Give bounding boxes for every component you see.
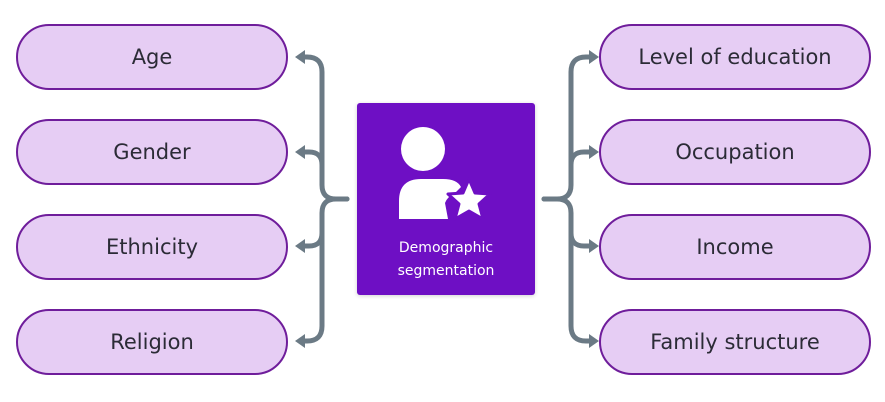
person-star-icon <box>399 127 492 221</box>
segment-label: Family structure <box>650 330 820 354</box>
arrowhead-icon <box>295 145 305 159</box>
arrowhead-icon <box>295 50 305 64</box>
arrowhead-icon <box>589 145 599 159</box>
segment-label: Level of education <box>638 45 832 69</box>
arrowhead-icon <box>589 334 599 348</box>
segment-religion: Religion <box>16 309 288 375</box>
arrowhead-icon <box>589 239 599 253</box>
arrowhead-icon <box>589 50 599 64</box>
segment-label: Gender <box>113 140 191 164</box>
left-connector-religion <box>297 196 350 344</box>
right-connector-income <box>568 230 597 249</box>
right-connector-occupation <box>568 149 597 168</box>
left-connector-ethnicity <box>297 230 325 249</box>
right-connector-education <box>541 54 597 202</box>
segment-label: Occupation <box>675 140 795 164</box>
segment-level-of-education: Level of education <box>599 24 871 90</box>
segment-income: Income <box>599 214 871 280</box>
segment-ethnicity: Ethnicity <box>16 214 288 280</box>
segment-age: Age <box>16 24 288 90</box>
segment-occupation: Occupation <box>599 119 871 185</box>
arrowhead-icon <box>295 239 305 253</box>
arrowhead-icon <box>295 334 305 348</box>
left-connector-age <box>297 54 350 202</box>
center-label: Demographic segmentation <box>357 237 535 283</box>
left-connector-gender <box>297 149 325 168</box>
segment-gender: Gender <box>16 119 288 185</box>
segment-family-structure: Family structure <box>599 309 871 375</box>
center-label-line1: Demographic <box>398 240 494 256</box>
segment-label: Income <box>696 235 774 259</box>
segment-label: Ethnicity <box>106 235 198 259</box>
center-label-line2: segmentation <box>397 263 495 279</box>
segment-label: Religion <box>110 330 194 354</box>
right-connector-family <box>541 196 597 344</box>
demographic-segmentation-card: Demographic segmentation <box>357 103 535 295</box>
segment-label: Age <box>131 45 173 69</box>
